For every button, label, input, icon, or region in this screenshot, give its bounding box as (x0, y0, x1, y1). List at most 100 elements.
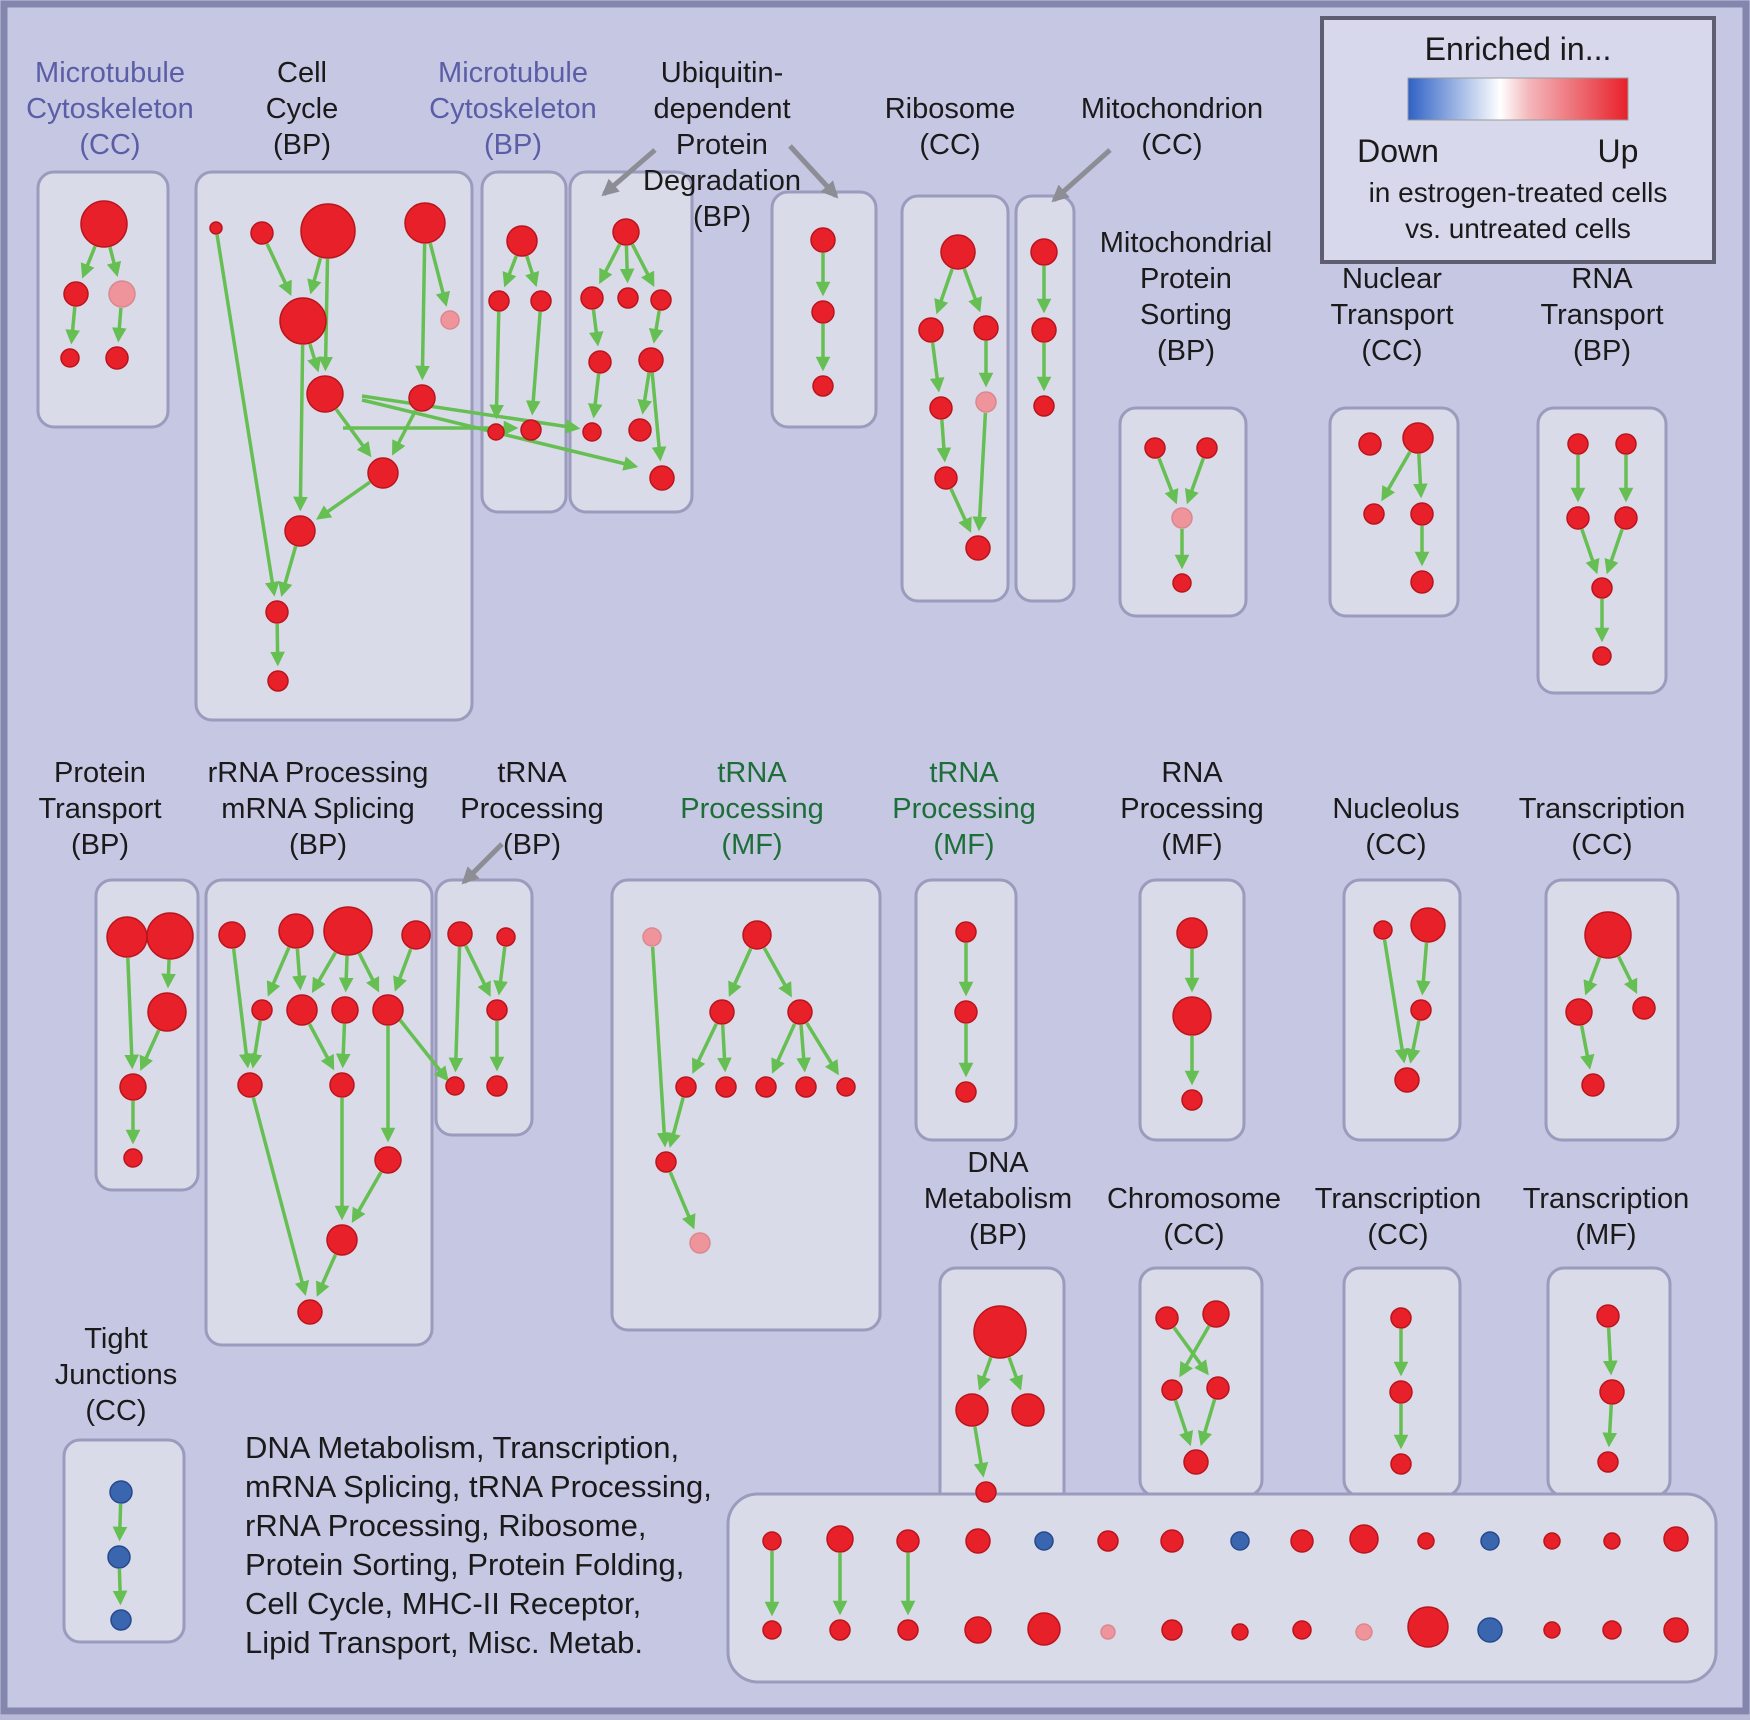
go-term-node (1543, 1532, 1561, 1550)
cluster-title-rna-processing-mf: RNA (1161, 757, 1223, 789)
go-term-node (762, 1531, 782, 1551)
cluster-title-transcription-cc-lower: Transcription (1315, 1183, 1482, 1215)
edge-arrow (231, 948, 254, 1069)
go-term-node (617, 287, 639, 309)
cluster-box-trna-processing-mf-1 (610, 878, 882, 1332)
cluster-box-nucleolus-cc (1342, 878, 1462, 1142)
cluster-title-protein-transport-bp: Protein (54, 757, 146, 789)
cluster-title-rna-transport-bp: RNA (1571, 263, 1633, 295)
go-term-node (108, 280, 136, 308)
go-term-node (119, 1073, 147, 1101)
cluster-title-ribosome-cc: (CC) (919, 129, 980, 161)
cluster-title-microtubule-cytoskeleton-cc: Microtubule (35, 57, 185, 89)
go-term-node (329, 1072, 355, 1098)
go-term-node (267, 670, 289, 692)
go-term-node (1202, 1300, 1230, 1328)
go-term-node (1389, 1380, 1413, 1404)
cluster-title-mitochondrion-cc: Mitochondrion (1081, 93, 1263, 125)
go-term-node (297, 1299, 323, 1325)
go-term-node (715, 1076, 737, 1098)
cluster-title-nuclear-transport-cc: (CC) (1361, 335, 1422, 367)
go-term-node (826, 1525, 854, 1553)
cluster-title-nucleolus-cc: Nucleolus (1332, 793, 1459, 825)
cluster-title-ubiquitin-dependent-protein-degradation-bp: Ubiquitin- (661, 57, 784, 89)
cluster-title-tight-junctions-cc: Junctions (55, 1359, 178, 1391)
go-term-node (638, 347, 664, 373)
cluster-title-protein-transport-bp: Transport (38, 793, 161, 825)
go-term-node (582, 422, 602, 442)
cluster-title-microtubule-cytoskeleton-bp: Microtubule (438, 57, 588, 89)
go-term-node (1663, 1617, 1689, 1643)
cluster-title-transcription-cc-upper: (CC) (1571, 829, 1632, 861)
edge-arrow (1184, 457, 1205, 505)
go-term-node (80, 200, 128, 248)
cluster-title-trna-processing-mf-1: (MF) (721, 829, 782, 861)
go-term-node (1231, 1623, 1249, 1641)
cluster-title-mitochondrial-protein-sorting-bp: Protein (1140, 263, 1232, 295)
go-term-node (146, 912, 194, 960)
go-term-node (1033, 395, 1055, 417)
go-term-node (401, 920, 431, 950)
cross-cluster-edge-arrow (361, 394, 581, 434)
go-term-node (642, 927, 662, 947)
edge-arrow (139, 1029, 161, 1071)
edge-arrow (977, 1356, 993, 1391)
cluster-title-trna-processing-bp: (BP) (503, 829, 561, 861)
go-term-node (488, 290, 510, 312)
go-term-node (237, 1072, 263, 1098)
edge-arrow (334, 408, 372, 458)
cluster-title-mitochondrion-cc: (CC) (1141, 129, 1202, 161)
go-term-node (1567, 433, 1589, 455)
edge-arrow (112, 1568, 128, 1606)
edge-arrow (717, 1024, 732, 1073)
edge-arrow (112, 307, 127, 343)
go-term-node (934, 466, 958, 490)
go-term-node (810, 227, 836, 253)
cluster-box-microtubule-cytoskeleton-bp (480, 170, 568, 514)
go-term-node (520, 419, 542, 441)
go-term-node (1603, 1532, 1621, 1550)
edge-arrow (415, 243, 430, 381)
go-term-node (1100, 1624, 1116, 1640)
cluster-title-rrna-processing-mrna-splicing-bp: rRNA Processing (208, 757, 429, 789)
go-term-node (1565, 998, 1593, 1026)
edge-arrow (65, 306, 80, 345)
go-term-node (323, 906, 373, 956)
go-term-node (955, 1393, 989, 1427)
cluster-title-dna-metabolism-bp: DNA (967, 1147, 1029, 1179)
edge-arrow (762, 947, 792, 998)
go-term-node (105, 346, 129, 370)
edge-arrow (311, 951, 337, 994)
go-term-node (251, 999, 273, 1021)
cluster-title-cell-cycle-bp: Cycle (266, 93, 339, 125)
edge-arrow (266, 946, 291, 997)
cluster-box-rna-transport-bp (1536, 406, 1668, 695)
edge-arrow (692, 1022, 718, 1074)
edge-arrow (525, 255, 540, 288)
go-term-node (628, 418, 652, 442)
go-term-node (755, 1076, 777, 1098)
go-term-node (954, 1000, 978, 1024)
go-term-node (123, 1148, 143, 1168)
go-term-node (1172, 996, 1212, 1036)
go-term-node (404, 202, 446, 244)
go-term-node (1614, 506, 1638, 530)
cluster-title-mitochondrial-protein-sorting-bp: Sorting (1140, 299, 1232, 331)
cluster-title-trna-processing-bp: tRNA (497, 757, 567, 789)
go-term-node (486, 999, 508, 1021)
cluster-title-rrna-processing-mrna-splicing-bp: mRNA Splicing (221, 793, 414, 825)
go-term-node (1230, 1531, 1250, 1551)
edge-arrow (493, 946, 508, 996)
cluster-box-nuclear-transport-cc (1328, 406, 1460, 618)
go-term-node (964, 1616, 992, 1644)
cluster-title-cell-cycle-bp: (BP) (273, 129, 331, 161)
go-term-node (110, 1609, 132, 1631)
go-term-node (1599, 1379, 1625, 1405)
go-term-node (367, 457, 399, 489)
footnote-line: rRNA Processing, Ribosome, (245, 1508, 646, 1543)
cluster-title-tight-junctions-cc: (CC) (85, 1395, 146, 1427)
edge-arrow (489, 311, 504, 420)
edge-arrow (1381, 450, 1412, 502)
go-term-node (829, 1619, 851, 1641)
edge-arrow (502, 255, 518, 288)
